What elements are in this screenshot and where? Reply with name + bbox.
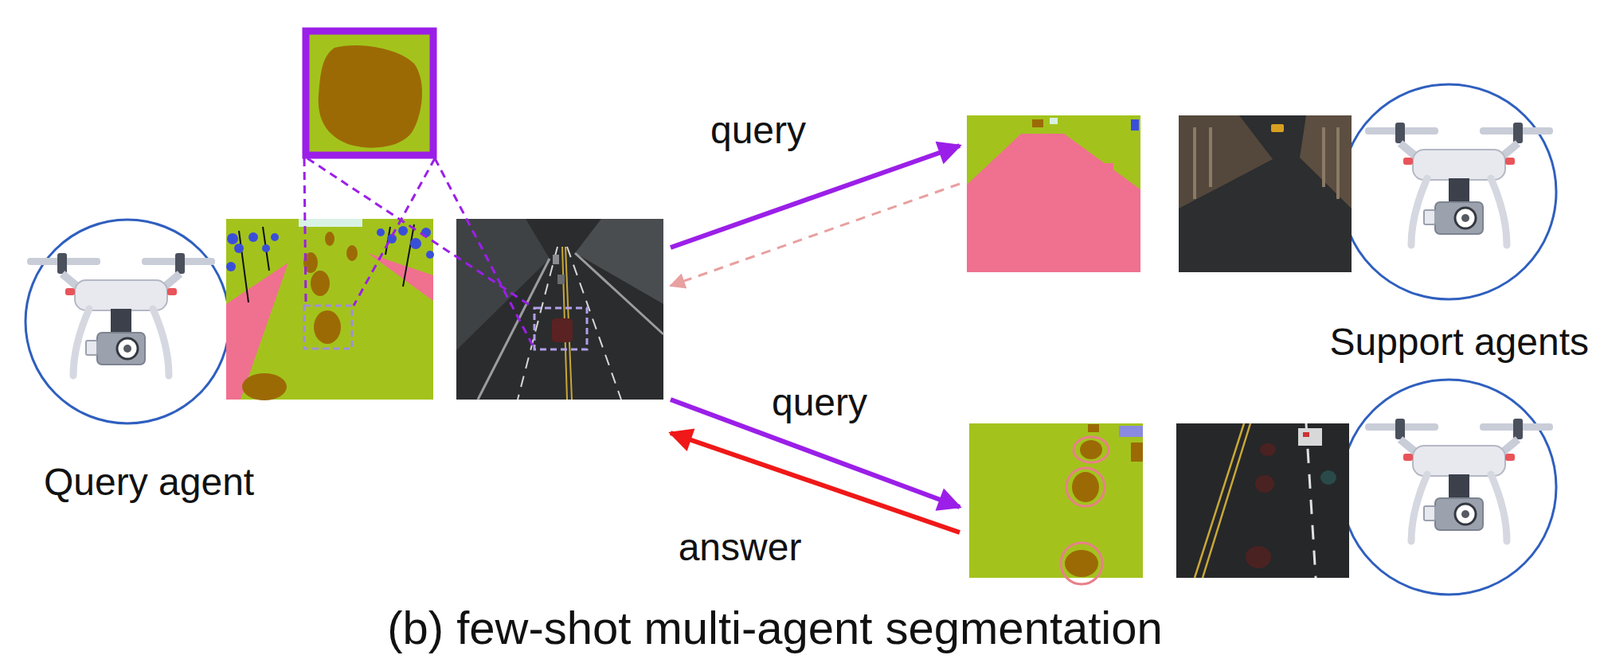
agent-group: Support agents	[959, 111, 1596, 590]
arrow-label: query	[708, 108, 809, 153]
flow-arrow	[670, 433, 960, 533]
agent-label: Query agent	[43, 460, 255, 505]
agent-group: Query agent	[23, 23, 671, 509]
agent-label: Support agents	[1329, 320, 1589, 364]
arrow-label: answer	[676, 525, 805, 570]
arrow-label: query	[769, 380, 870, 425]
figure-caption: (b) few-shot multi-agent segmentation	[387, 602, 1163, 654]
flow-arrow	[670, 183, 960, 286]
flow-arrow	[670, 145, 960, 248]
